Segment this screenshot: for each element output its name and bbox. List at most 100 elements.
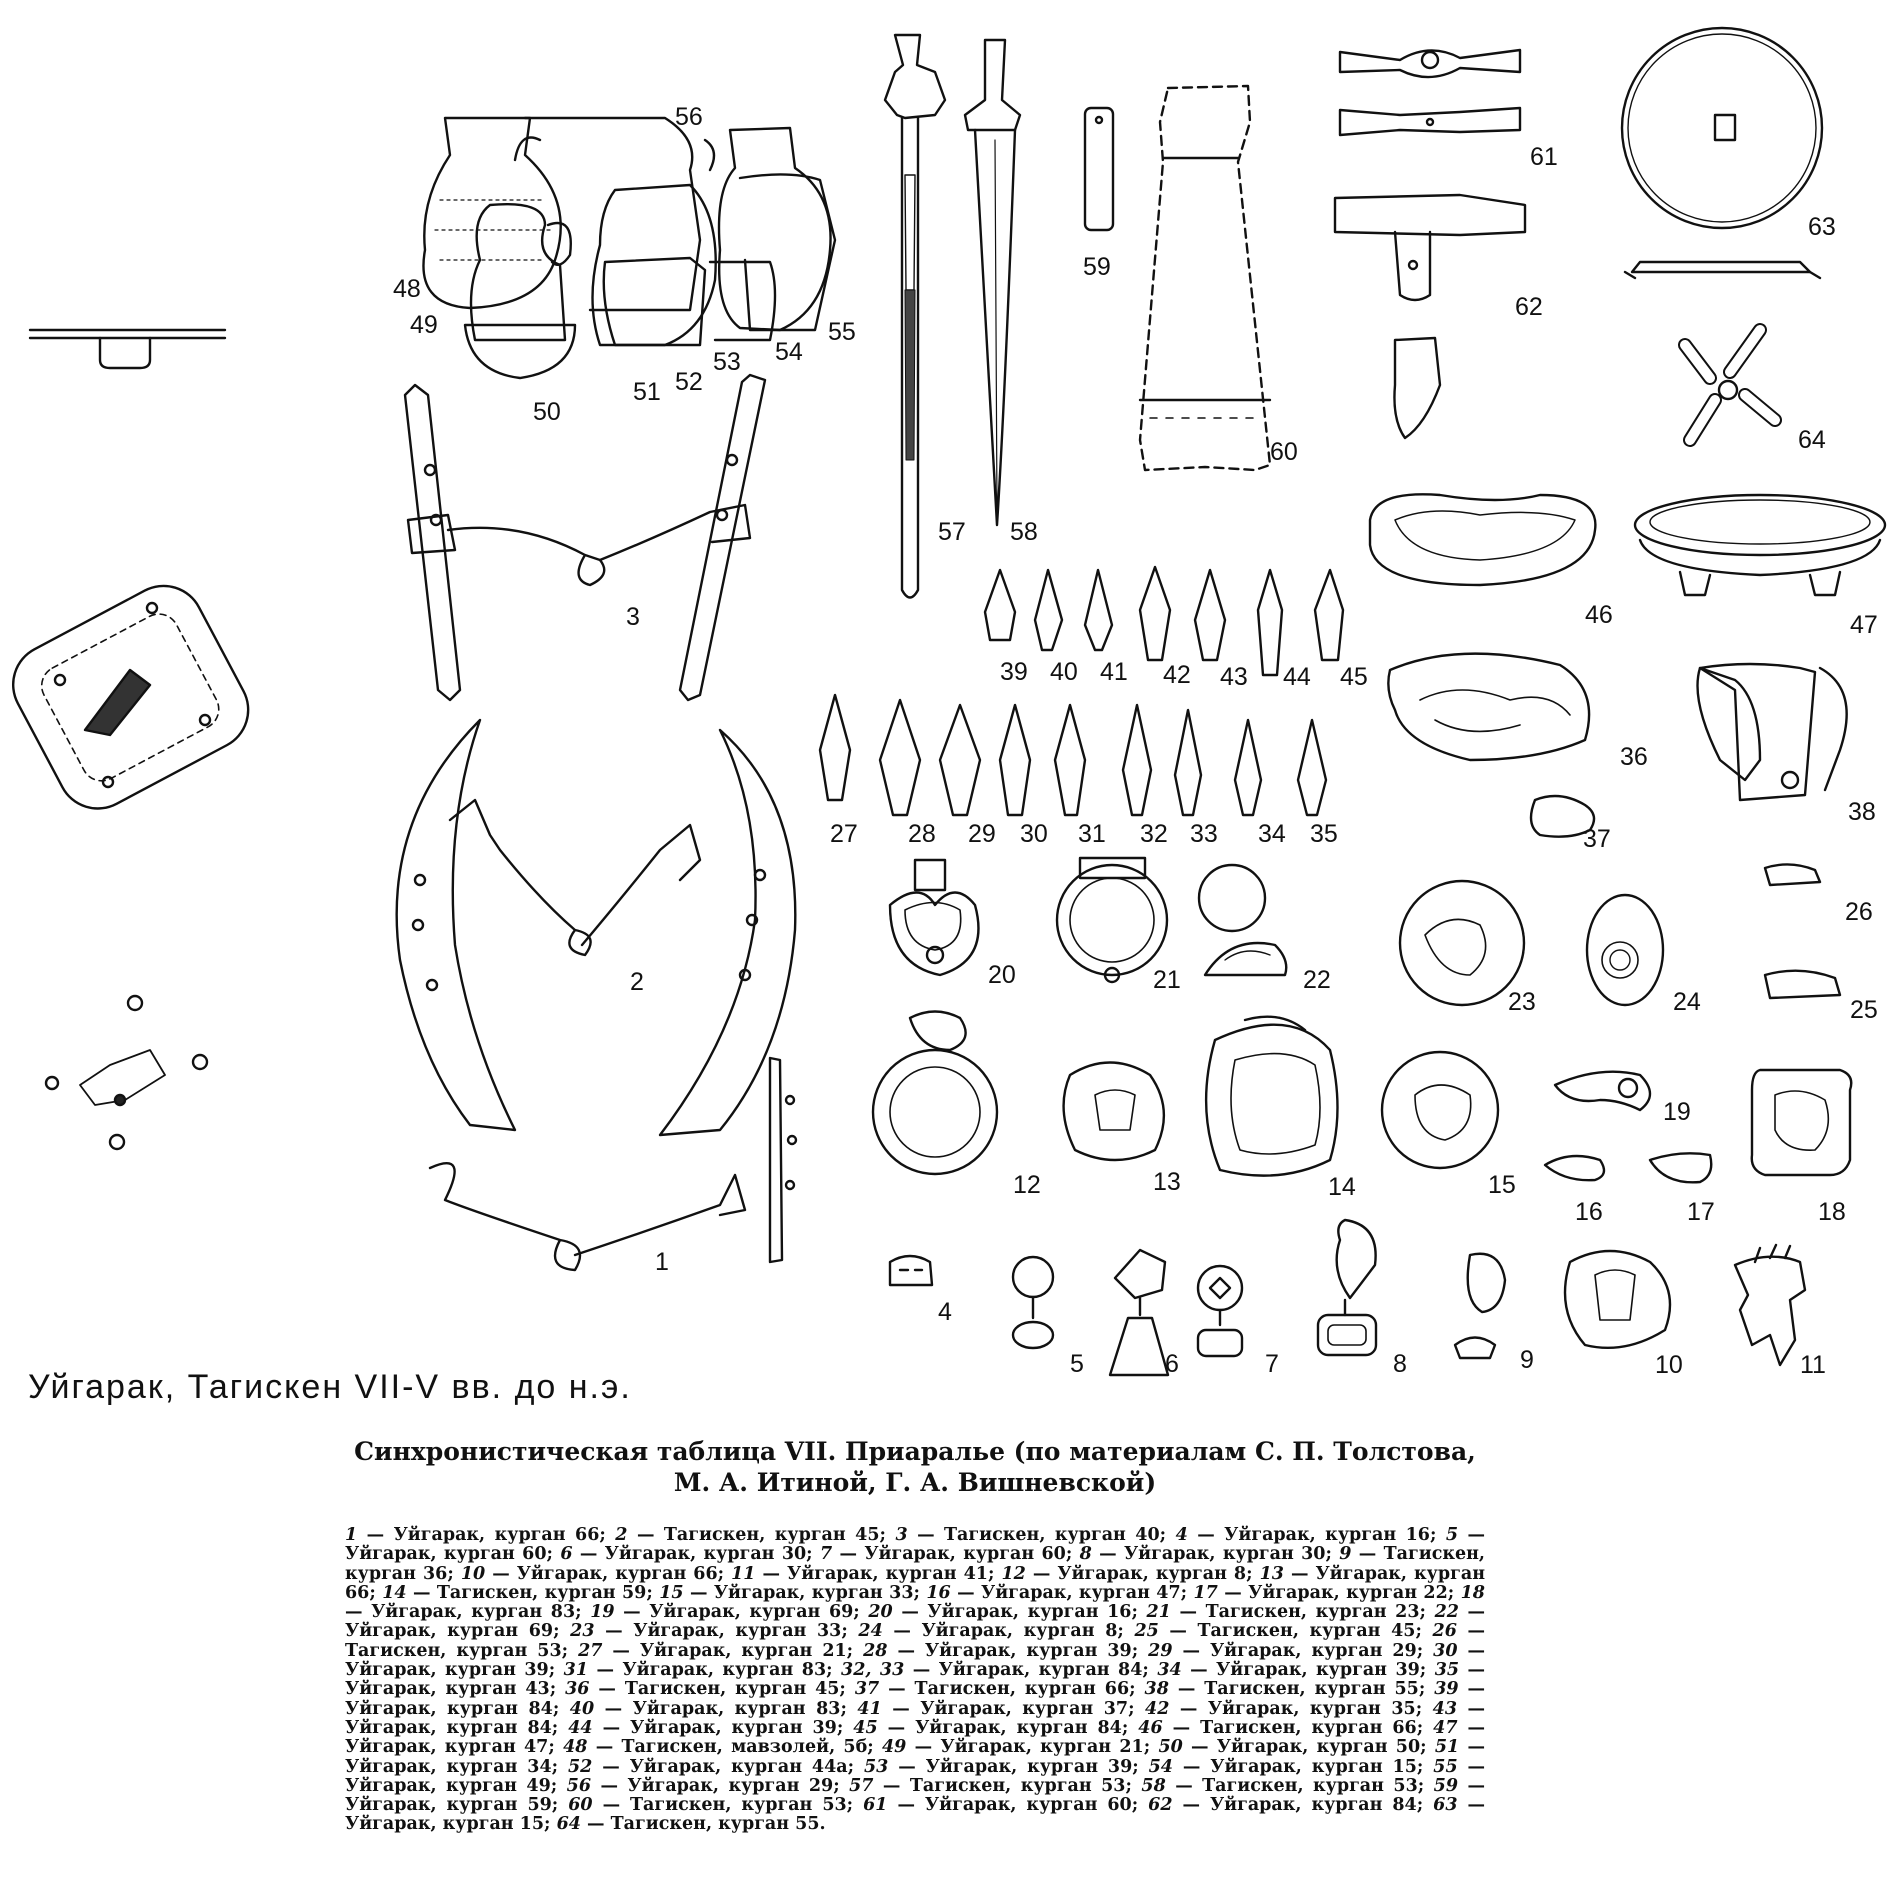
legend-number: 54 [1148, 1756, 1173, 1777]
legend-number: 3 [895, 1525, 908, 1545]
figure-label: 23 [1508, 988, 1536, 1016]
legend-text: — Уйгарак, курган 59; [345, 1775, 1485, 1816]
legend-entry: 61 — Уйгарак, курган 60; [863, 1795, 1148, 1815]
drawing-plaque-10 [1563, 1249, 1672, 1350]
legend-entry: 6 — Уйгарак, курган 30; [560, 1544, 820, 1564]
figure-label: 64 [1798, 426, 1826, 454]
legend-text: — Уйгарак, курган 84; [345, 1679, 1486, 1719]
legend-entry: 57 — Тагискен, курган 53; [849, 1776, 1141, 1796]
drawing-pendant-6 [1108, 1248, 1170, 1377]
drawing-bird-head-19 [1553, 1070, 1652, 1112]
drawing-plaque-24 [1585, 893, 1665, 1007]
drawing-pottery-group [422, 116, 837, 380]
drawing-plaque-36 [1387, 652, 1591, 762]
legend-entry: 38 — Тагискен, курган 55; [1145, 1679, 1435, 1699]
legend-entry: 34 — Уйгарак, курган 39; [1157, 1660, 1434, 1680]
legend-text: — Уйгарак, курган 47; [345, 1717, 1486, 1758]
legend-number: 35 [1434, 1660, 1460, 1681]
drawing-figure-37 [1529, 794, 1596, 838]
legend-entry: 54 — Уйгарак, курган 15; [1149, 1757, 1434, 1777]
legend-number: 28 [863, 1640, 888, 1661]
figure-label: 13 [1153, 1168, 1181, 1196]
figure-label: 14 [1328, 1173, 1356, 1201]
drawing-ring-12 [871, 1010, 999, 1176]
legend-text: — Уйгарак, курган 39; [345, 1640, 1486, 1681]
legend-entry: 27 — Уйгарак, курган 21; [578, 1641, 863, 1661]
figure-label: 28 [908, 820, 936, 848]
figure-label: 61 [1530, 143, 1558, 171]
drawing-pendant-22 [1197, 863, 1288, 977]
legend-text: — Тагискен, курган 55. [580, 1814, 826, 1835]
figure-label: 30 [1020, 820, 1048, 848]
legend-number: 51 [1434, 1737, 1460, 1758]
legend-number: 2 [615, 1525, 628, 1545]
legend-text: — Тагискен, курган 36; [345, 1544, 1486, 1584]
legend-text: — Уйгарак, курган 34; [345, 1737, 1485, 1777]
figure-label: 43 [1220, 663, 1248, 691]
figure-label: 49 [410, 311, 438, 339]
legend-entry: 29 — Уйгарак, курган 29; [1148, 1641, 1433, 1661]
legend-number: 45 [853, 1717, 878, 1738]
legend-text: — Уйгарак, курган 44а; [592, 1756, 864, 1777]
drawing-arrowheads-39-45 [983, 565, 1345, 677]
figure-label: 5 [1070, 1350, 1084, 1378]
drawing-pendant-7 [1196, 1264, 1244, 1358]
legend-text: — Уйгарак, курган 66; [345, 1563, 1485, 1603]
legend-text: — Уйгарак, курган 39; [888, 1756, 1149, 1777]
legend-number: 30 [1433, 1640, 1458, 1661]
legend-text: — Уйгарак, курган 29; [591, 1775, 850, 1796]
figure-label: 15 [1488, 1171, 1516, 1199]
legend-entry: 45 — Уйгарак, курган 84; [853, 1718, 1138, 1738]
figure-label: 54 [775, 338, 803, 366]
drawing-plaque-15 [1380, 1050, 1500, 1170]
figure-label: 27 [830, 820, 858, 848]
legend-text: — Уйгарак, курган 29; [1172, 1640, 1434, 1661]
figure-label: 16 [1575, 1198, 1603, 1226]
legend-text: — Уйгарак, курган 66; [357, 1525, 616, 1545]
legend-number: 11 [731, 1563, 756, 1584]
legend-number: 47 [1433, 1717, 1458, 1738]
figure-label: 31 [1078, 820, 1106, 848]
legend-entry: 62 — Уйгарак, курган 84; [1148, 1795, 1433, 1815]
legend-entry: 37 — Тагискен, курган 66; [855, 1679, 1145, 1699]
figure-label: 20 [988, 961, 1016, 989]
legend-entry: 50 — Уйгарак, курган 50; [1158, 1737, 1434, 1757]
legend-number: 38 [1144, 1679, 1169, 1700]
legend-text: — Тагискен, мавзолей, 5б; [587, 1737, 882, 1758]
legend-text: — Уйгарак, курган 83; [345, 1602, 591, 1623]
legend-text: — Тагискен, курган 45; [1158, 1621, 1433, 1642]
legend-entry: 1 — Уйгарак, курган 66; [345, 1525, 615, 1545]
legend-text: — Уйгарак, курган 60; [345, 1525, 1486, 1565]
legend-number: 16 [926, 1582, 951, 1603]
drawing-head-16 [1543, 1154, 1606, 1182]
legend-number: 48 [563, 1737, 588, 1758]
legend-number: 44 [568, 1717, 593, 1738]
artifact-plate [11, 26, 1887, 1377]
legend-number: 7 [819, 1544, 833, 1565]
legend-entry: 5 — Уйгарак, курган 60; [345, 1525, 1485, 1564]
legend-entry: 20 — Уйгарак, курган 16; [868, 1602, 1146, 1622]
figure-label: 42 [1163, 661, 1191, 689]
drawing-axe-61 [1338, 48, 1522, 137]
legend-text: — Уйгарак, курган 60; [887, 1795, 1149, 1816]
figure-label: 24 [1673, 988, 1701, 1016]
drawing-stag-11 [1733, 1243, 1807, 1367]
legend-text: — Уйгарак, курган 30; [1091, 1544, 1340, 1565]
legend-number: 63 [1433, 1795, 1458, 1816]
drawing-pendant-9 [1453, 1252, 1507, 1360]
figure-label: 41 [1100, 658, 1128, 686]
legend-entry: 22 — Уйгарак, курган 69; [345, 1602, 1485, 1641]
legend-number: 15 [659, 1582, 684, 1603]
figure-label: 38 [1848, 798, 1876, 826]
figure-label: 19 [1663, 1098, 1691, 1126]
legend-text: — Уйгарак, курган 50; [1182, 1737, 1435, 1758]
legend-number: 60 [568, 1795, 593, 1816]
figure-label: 55 [828, 318, 856, 346]
legend-text: — Уйгарак, курган 39; [887, 1640, 1149, 1661]
legend-text: — Тагискен, курган 66; [879, 1679, 1145, 1700]
legend-entry: 35 — Уйгарак, курган 43; [345, 1660, 1485, 1699]
legend-entry: 49 — Уйгарак, курган 21; [882, 1737, 1158, 1757]
legend-entry: 2 — Тагискен, курган 45; [615, 1525, 895, 1545]
legend-text: — Уйгарак, курган 69; [614, 1602, 869, 1623]
figure-label: 53 [713, 348, 741, 376]
